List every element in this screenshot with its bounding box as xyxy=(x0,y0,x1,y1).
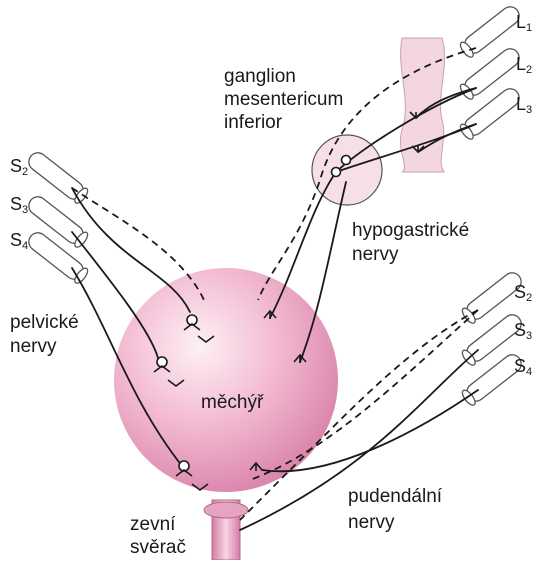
root-label-left-S3: S3 xyxy=(10,194,28,220)
label-hypogastric-line1: hypogastrické xyxy=(352,220,469,242)
label-sphincter-line2: svěrač xyxy=(130,537,186,559)
label-pudendal-line1: pudendální xyxy=(348,486,442,508)
label-pelvic-line2: nervy xyxy=(10,336,56,358)
label-pudendal-line2: nervy xyxy=(348,512,394,534)
lumbar-root-tubes xyxy=(458,3,523,141)
label-bladder: měchýř xyxy=(201,392,263,414)
root-label-L1: L1 xyxy=(516,12,532,38)
root-label-right-S4: S4 xyxy=(514,356,532,382)
root-label-L3: L3 xyxy=(516,94,532,120)
label-sphincter-line1: zevní xyxy=(130,514,175,536)
bladder-sphere xyxy=(114,268,338,492)
root-label-L2: L2 xyxy=(516,54,532,80)
sacral-left-root-tubes xyxy=(25,149,90,285)
sphincter-ring xyxy=(204,502,248,518)
label-hypogastric-line2: nervy xyxy=(352,244,398,266)
root-label-right-S2: S2 xyxy=(514,282,532,308)
root-label-right-S3: S3 xyxy=(514,320,532,346)
ganglion-cell-1 xyxy=(332,168,341,177)
root-label-left-S4: S4 xyxy=(10,230,28,256)
label-ganglion-line1: ganglion xyxy=(224,66,296,88)
label-pelvic-line1: pelvické xyxy=(10,312,79,334)
label-ganglion-line3: inferior xyxy=(224,112,282,134)
ganglion-cell-2 xyxy=(342,156,351,165)
label-ganglion-line2: mesentericum xyxy=(224,89,343,111)
root-label-left-S2: S2 xyxy=(10,156,28,182)
